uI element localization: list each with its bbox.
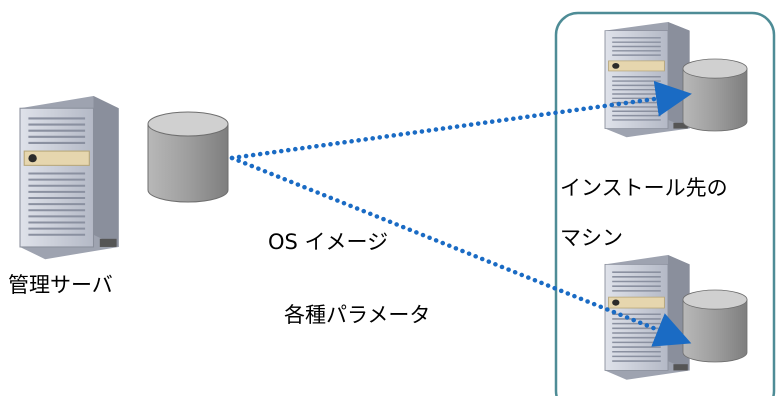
- target-server-2-icon: [604, 254, 691, 381]
- target-server-1-icon: [604, 21, 691, 139]
- management-server-label: 管理サーバ: [8, 273, 113, 297]
- target-disk-2-icon: [682, 289, 748, 363]
- target-machine-label-line1: インストール先の: [560, 176, 728, 200]
- target-group-frame: [554, 11, 776, 396]
- management-server-icon: [18, 94, 120, 261]
- target-disk-1-icon: [682, 58, 748, 132]
- management-disk-icon: [147, 111, 229, 203]
- parameters-label: 各種パラメータ: [284, 303, 431, 327]
- arrow-to-target-1: [229, 80, 692, 161]
- target-machine-label-line2: マシン: [560, 226, 623, 250]
- os-image-label: OS イメージ: [268, 230, 389, 254]
- arrow-to-target-2: [229, 155, 692, 347]
